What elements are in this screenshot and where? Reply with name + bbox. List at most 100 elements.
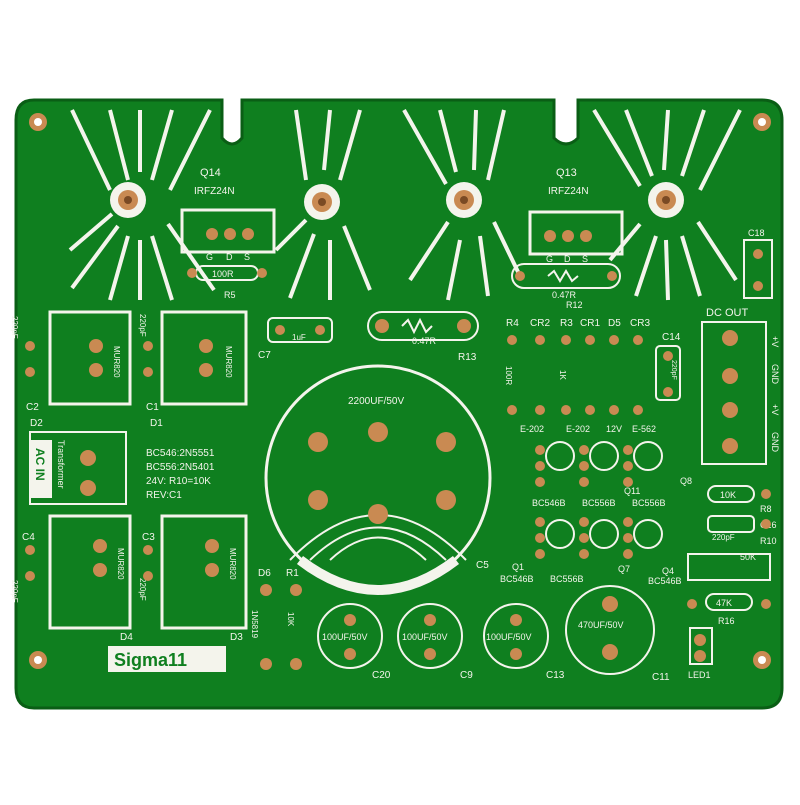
c3-value: 220pF	[138, 578, 147, 601]
r3-ref: R3	[560, 318, 573, 329]
r5-ref: R5	[224, 290, 236, 300]
mid-row-pads	[507, 335, 643, 415]
q14-pin-g: G	[206, 252, 213, 262]
r13-footprint	[367, 311, 479, 341]
small-electrolytics	[317, 585, 655, 675]
c14-footprint	[655, 345, 681, 401]
dc-out-pads	[722, 330, 738, 454]
d3-ref: D3	[230, 632, 243, 643]
c11-value: 470UF/50V	[578, 620, 624, 630]
heatsink-mounting-pads	[110, 182, 684, 220]
bc556b-label-1: BC556B	[582, 498, 616, 508]
corner-mounting-holes	[29, 113, 771, 669]
heatsink-outline-left	[68, 109, 372, 301]
r13-value: 0.47R	[412, 336, 437, 346]
bc546b-label-3: BC546B	[648, 576, 682, 586]
note-line4: REV:C1	[146, 490, 182, 501]
r16-ref: R16	[718, 616, 735, 626]
led1-footprint	[689, 627, 713, 665]
q14-pin-d: D	[226, 252, 233, 262]
d5-ref: D5	[608, 318, 621, 329]
q13-part: IRFZ24N	[548, 186, 589, 197]
d3-part: MUR820	[228, 548, 237, 580]
bc556b-label-3: BC556B	[550, 574, 584, 584]
bc556b-label-2: BC556B	[632, 498, 666, 508]
cr3-ref: CR3	[630, 318, 650, 329]
dc-out-gnd-bottom: GND	[770, 432, 780, 453]
cr2-ref: CR2	[530, 318, 550, 329]
c13-ref: C13	[546, 670, 565, 681]
c7-ref: C7	[258, 350, 271, 361]
c4-ref: C4	[22, 532, 35, 543]
board-title: Sigma11	[114, 650, 187, 670]
r12-ref: R12	[566, 300, 583, 310]
r4-value: 100R	[504, 366, 513, 385]
c11-ref: C11	[652, 672, 670, 683]
transformer-label: Transformer	[56, 440, 66, 489]
q4-ref: Q4	[662, 566, 674, 576]
r12-value: 0.47R	[552, 290, 577, 300]
r8-footprint	[707, 485, 755, 503]
q14-footprint	[180, 208, 276, 254]
c7-footprint	[267, 317, 333, 343]
r5-value: 100R	[212, 269, 234, 279]
led1-ref: LED1	[688, 670, 711, 680]
c20-value: 100UF/50V	[322, 632, 368, 642]
dc-out-connector	[701, 321, 767, 465]
q13-pads	[544, 230, 592, 242]
bc546b-label-1: BC546B	[532, 498, 566, 508]
q7-ref: Q7	[618, 564, 630, 574]
c16-footprint	[707, 515, 755, 533]
c5-value: 2200UF/50V	[348, 396, 404, 407]
c16-value: 220pF	[712, 533, 735, 542]
q13-footprint	[528, 210, 624, 256]
c18-footprint	[743, 239, 773, 299]
r4-ref: R4	[506, 318, 519, 329]
heatsink-outline-right	[402, 108, 742, 301]
right-column-pads	[687, 489, 771, 662]
d4-ref: D4	[120, 632, 133, 643]
note-line3: 24V: R10=10K	[146, 476, 211, 487]
r12-symbol	[547, 269, 579, 283]
c13-value: 100UF/50V	[486, 632, 532, 642]
q13-ref: Q13	[556, 167, 577, 179]
e562-label: E-562	[632, 424, 656, 434]
q8-ref: Q8	[680, 476, 692, 486]
note-line1: BC546:2N5551	[146, 448, 215, 459]
q13-pin-g: G	[546, 254, 553, 264]
r8-value: 10K	[720, 490, 736, 500]
c1-value: 220pF	[138, 314, 147, 337]
q1-ref: Q1	[512, 562, 524, 572]
c14-ref: C14	[662, 332, 681, 343]
r1-ref: R1	[286, 568, 299, 579]
q11-ref: Q11	[624, 486, 640, 496]
c5-pads	[308, 422, 456, 524]
r1-value: 10K	[286, 612, 295, 627]
c2-value: 220pF	[10, 316, 19, 339]
c14-value: 220pF	[670, 360, 677, 380]
c7-value: 1uF	[292, 333, 306, 342]
r3-value: 1K	[558, 370, 567, 380]
r16-value: 47K	[716, 598, 732, 608]
c2-ref: C2	[26, 402, 39, 413]
d2-ref: D2	[30, 418, 43, 429]
pot-footprint	[687, 553, 771, 581]
dc-out-plus-bottom: +V	[770, 404, 780, 415]
q14-pads	[206, 228, 254, 240]
c9-ref: C9	[460, 670, 473, 681]
ac-in-label: AC IN	[33, 448, 47, 481]
q13-pin-d: D	[564, 254, 571, 264]
q14-part: IRFZ24N	[194, 186, 235, 197]
r13-ref: R13	[458, 352, 477, 363]
small-transistor-pads	[535, 441, 663, 559]
q13-pin-s: S	[582, 254, 588, 264]
c20-ref: C20	[372, 670, 391, 681]
bc546b-label-2: BC546B	[500, 574, 534, 584]
note-line2: BC556:2N5401	[146, 462, 215, 473]
title-box	[108, 646, 226, 672]
dc-out-label: DC OUT	[706, 307, 748, 319]
r12-footprint	[511, 263, 621, 289]
e202-b: E-202	[566, 424, 590, 434]
d6-ref: D6	[258, 568, 271, 579]
